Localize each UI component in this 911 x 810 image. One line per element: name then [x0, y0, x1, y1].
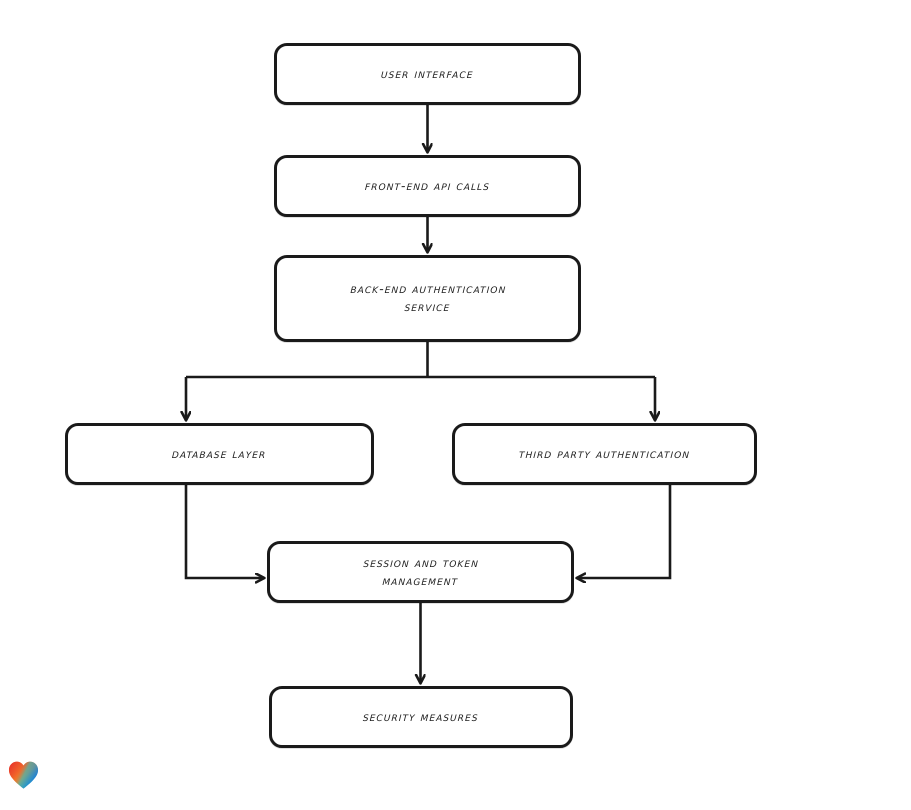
- node-user-interface[interactable]: User Interface: [274, 43, 581, 105]
- node-label: User Interface: [380, 65, 475, 81]
- node-session-and-token-management[interactable]: Session and Token Management: [267, 541, 574, 603]
- node-label: Third Party Authentication: [518, 445, 691, 461]
- node-label: Front-End API Calls: [364, 177, 491, 193]
- node-backend-authentication-service[interactable]: Back-End Authentication Service: [274, 255, 581, 342]
- node-frontend-api-calls[interactable]: Front-End API Calls: [274, 155, 581, 217]
- edge-database-to-session: [184, 485, 264, 578]
- node-database-layer[interactable]: Database Layer: [65, 423, 374, 485]
- node-label: Session and Token Management: [362, 554, 480, 588]
- heart-icon: [8, 761, 39, 789]
- node-third-party-authentication[interactable]: Third Party Authentication: [452, 423, 757, 485]
- node-label: Security Measures: [362, 708, 480, 724]
- node-label: Back-End Authentication Service: [349, 281, 507, 315]
- node-label: Database Layer: [171, 445, 268, 461]
- edge-thirdparty-to-session: [577, 485, 672, 578]
- node-security-measures[interactable]: Security Measures: [269, 686, 573, 748]
